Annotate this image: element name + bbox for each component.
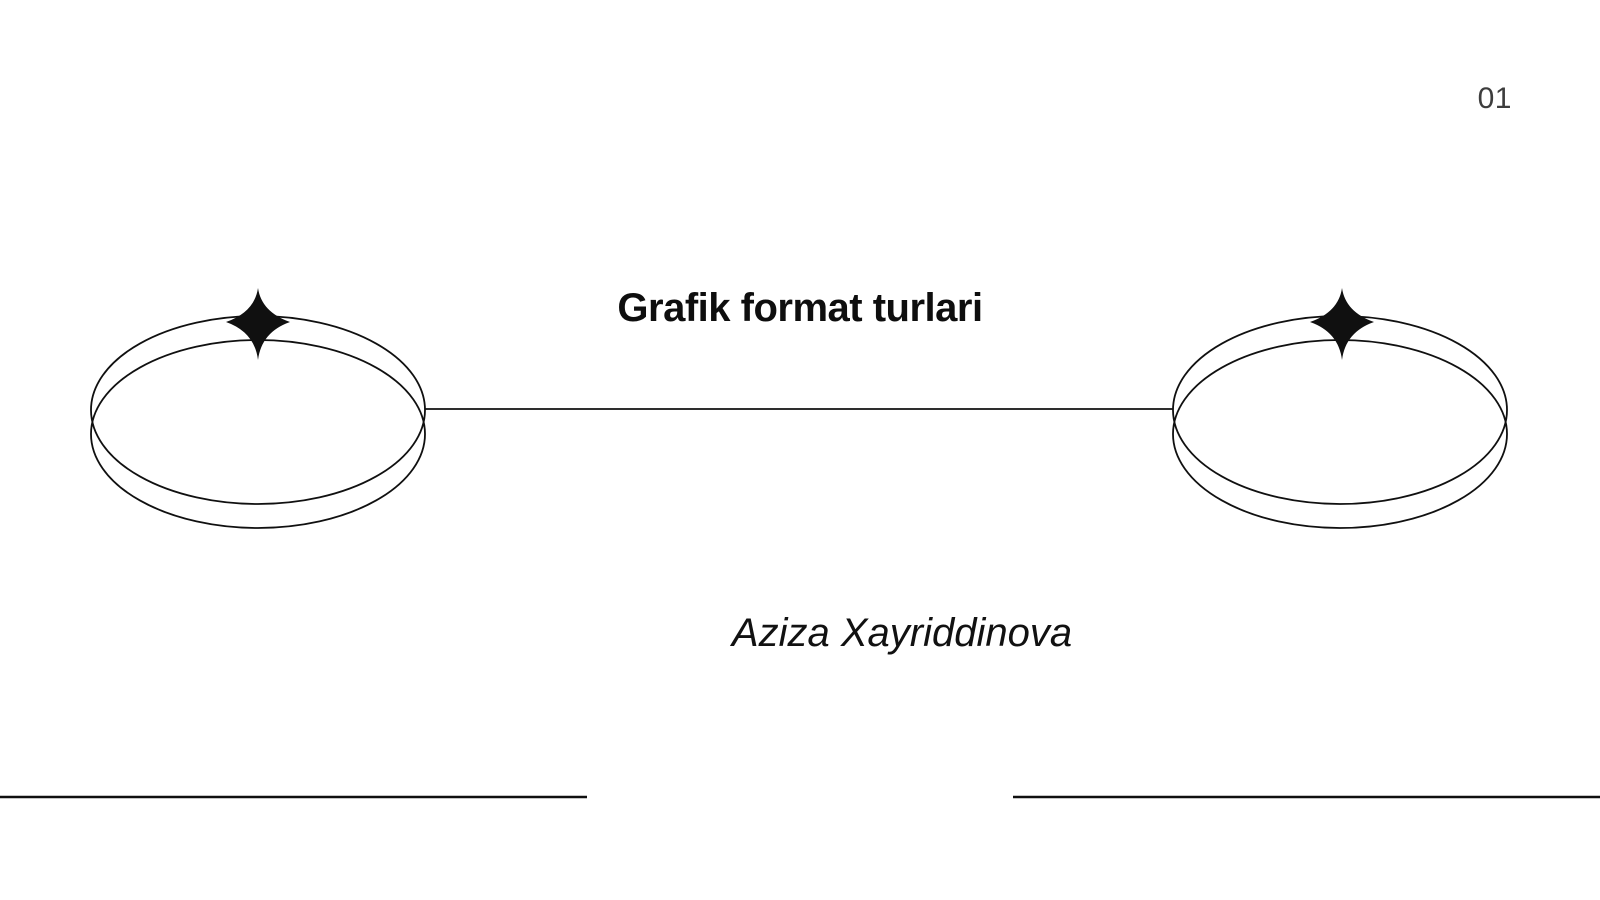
slide-title: Grafik format turlari [617,286,983,330]
left-orbit-ring [90,288,426,529]
right-orbit-lower-ellipse [1172,339,1508,529]
author-name: Aziza Xayriddinova [731,611,1073,655]
sparkle-icon [226,288,290,360]
page-number: 01 [1477,82,1512,115]
right-orbit-ring [1172,288,1508,529]
left-orbit-lower-ellipse [90,339,426,529]
sparkle-icon [1310,288,1374,360]
